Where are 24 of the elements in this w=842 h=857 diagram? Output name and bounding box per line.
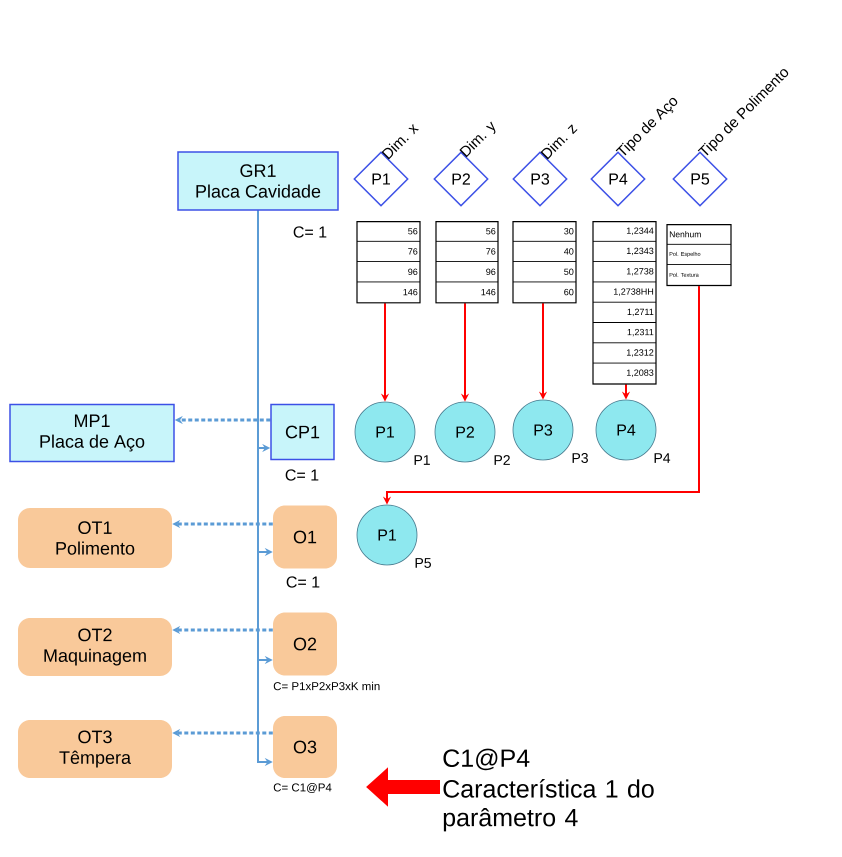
note-text: C1@P4 Característica 1 do parâmetro 4 xyxy=(443,748,654,832)
process-box: MP1 Placa de Aço xyxy=(9,404,175,462)
process-box: GR1 Placa Cavidade xyxy=(177,151,339,211)
operation-box: OT2 Maquinagem xyxy=(18,618,172,676)
annotation-label: P4 xyxy=(654,453,670,463)
annotation-label: C= P1xP2xP3xK min xyxy=(274,682,380,690)
annotation-label: P5 xyxy=(416,558,431,568)
annotation-label: C= 1 xyxy=(286,576,320,588)
value-table: 56 76 96 146 xyxy=(435,221,499,304)
process-box: CP1 xyxy=(270,404,335,460)
annotation-label: P3 xyxy=(572,453,588,463)
operation-box: O2 xyxy=(273,612,337,676)
operation-box: OT3 Têmpera xyxy=(18,720,172,778)
annotation-label: P1 xyxy=(414,455,430,465)
operation-box: OT1 Polimento xyxy=(18,508,172,568)
value-table: 56 76 96 146 xyxy=(356,221,421,304)
annotation-label: C= 1 xyxy=(294,226,326,238)
value-table: 1,2344 1,2343 1,2738 1,2738HH 1,2711 1,2311 1,2312 1,2083 xyxy=(592,221,657,385)
value-table: 30 40 50 60 xyxy=(512,221,577,304)
operation-box: O3 xyxy=(273,716,337,778)
annotation-label: P2 xyxy=(494,455,510,465)
annotation-label: C= C1@P4 xyxy=(274,783,332,793)
operation-box: O1 xyxy=(273,506,337,568)
annotation-label: C= 1 xyxy=(286,469,318,481)
